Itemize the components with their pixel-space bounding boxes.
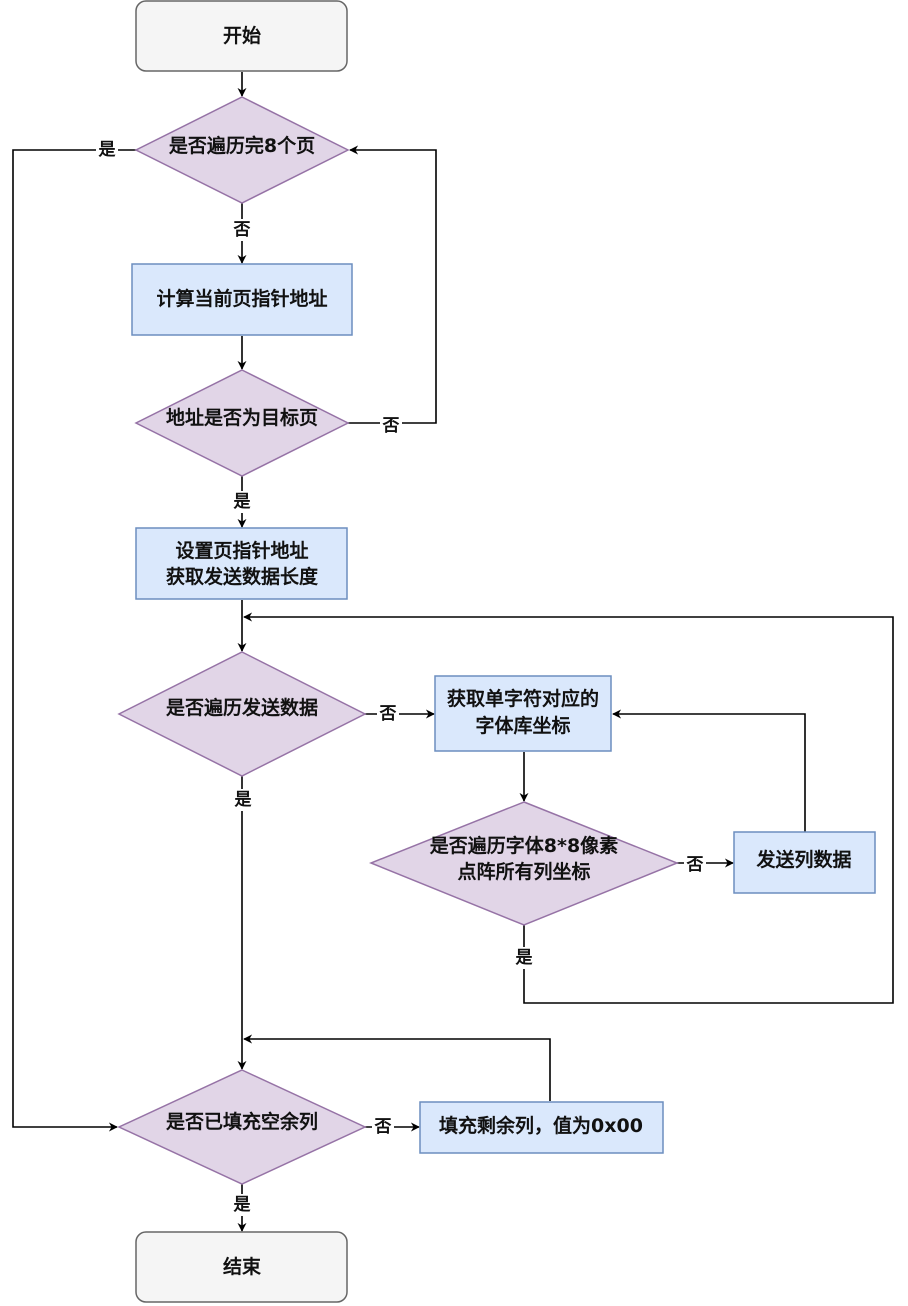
edge-target-no-loop [348, 145, 437, 424]
end-label: 结束 [223, 1255, 262, 1278]
decision-target-page: 地址是否为目标页 [134, 369, 350, 477]
edge-label-columns-no: 否 [686, 855, 704, 875]
decision-all-pages: 是否遍历完8个页 [134, 96, 350, 204]
process-get-font-coord: 获取单字符对应的 字体库坐标 [434, 675, 612, 752]
fill-remaining-label: 填充剩余列，值为0x00 [439, 1114, 643, 1137]
decision-filled-empty-label: 是否已填充空余列 [166, 1110, 318, 1133]
node-end: 结束 [135, 1231, 348, 1303]
edge-label-columns-yes: 是 [516, 948, 533, 968]
edge-label-filled-no: 否 [374, 1117, 392, 1137]
decision-target-page-label: 地址是否为目标页 [166, 406, 318, 429]
decision-filled-empty: 是否已填充空余列 [117, 1069, 367, 1185]
decision-all-send-data: 是否遍历发送数据 [117, 651, 367, 777]
edge-label-senddata-yes: 是 [235, 790, 252, 810]
edge-label-filled-yes: 是 [234, 1195, 251, 1215]
decision-all-columns-line-2: 点阵所有列坐标 [457, 860, 590, 883]
edge-pages-yes-to-filled [12, 149, 136, 1132]
process-calc-page-pointer: 计算当前页指针地址 [131, 263, 353, 336]
edge-labels: 是 否 否 是 否 是 否 是 否 是 [96, 138, 706, 1216]
edges [12, 72, 894, 1232]
process-fill-remaining: 填充剩余列，值为0x00 [419, 1101, 664, 1154]
start-label: 开始 [223, 24, 261, 47]
edge-label-target-yes: 是 [234, 492, 251, 512]
decision-all-columns-line-1: 是否遍历字体8*8像素 [430, 834, 618, 857]
process-send-column-data: 发送列数据 [733, 831, 876, 894]
decision-all-pages-label: 是否遍历完8个页 [169, 134, 315, 157]
send-column-data-label: 发送列数据 [755, 848, 851, 871]
edge-send-to-font-loop [612, 709, 806, 832]
edge-fill-loop [243, 1034, 551, 1101]
decision-all-send-data-label: 是否遍历发送数据 [166, 696, 318, 719]
edge-columns-yes-loop [243, 612, 894, 1004]
set-page-pointer-line-1: 设置页指针地址 [175, 539, 308, 562]
set-page-pointer-line-2: 获取发送数据长度 [166, 565, 319, 588]
calc-page-pointer-label: 计算当前页指针地址 [156, 287, 327, 310]
edge-label-senddata-no: 否 [379, 704, 397, 724]
decision-all-columns: 是否遍历字体8*8像素 点阵所有列坐标 [368, 801, 680, 926]
edge-label-pages-yes: 是 [99, 140, 116, 160]
get-font-coord-line-2: 字体库坐标 [475, 714, 570, 737]
node-start: 开始 [135, 0, 348, 72]
edge-label-target-no: 否 [382, 416, 400, 436]
process-set-page-pointer: 设置页指针地址 获取发送数据长度 [135, 527, 348, 600]
get-font-coord-line-1: 获取单字符对应的 [447, 687, 599, 710]
edge-label-pages-no: 否 [233, 220, 251, 240]
